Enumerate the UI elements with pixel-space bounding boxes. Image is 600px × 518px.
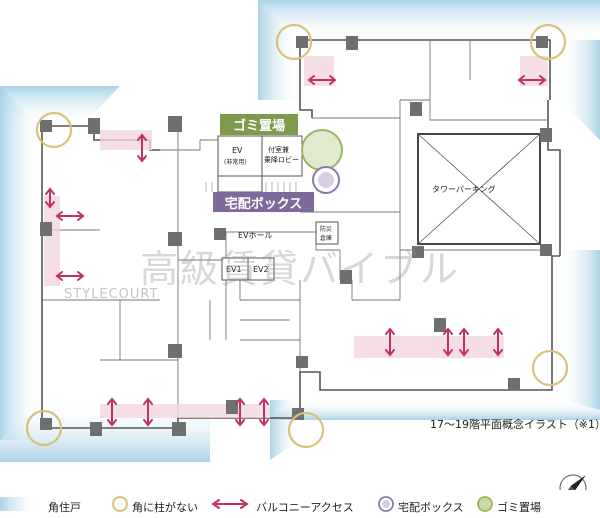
stairs [205,182,297,192]
no-column-ring [529,23,567,61]
no-column-ring [287,411,325,449]
balcony-access-arrow [107,397,117,427]
legend-garbage-label: ゴミ置場 [497,501,541,514]
ev-service-label: EV [232,146,243,155]
balcony-access-arrow [137,133,147,163]
tower-parking-cross [417,133,541,245]
no-column-ring [25,409,63,447]
garbage-marker [301,129,343,171]
balcony-access-arrow [45,187,55,209]
ev-hall-label: EVホール [238,231,273,240]
balcony-access-arrow [459,327,469,357]
no-column-ring [275,23,313,61]
tower-parking-label: タワーパーキング [432,184,496,194]
watermark-brand: STYLECOURT [64,287,159,302]
legend-garbage-icon [477,496,493,512]
balcony-access-arrow [235,397,245,427]
lobby-label-2: 乗降ロビー [264,155,299,164]
balcony-access-arrow [517,75,547,85]
room-labels: EV (非常用) 付室兼 乗降ロビー EVホール EV1 EV2 タワーパーキン… [224,145,496,274]
legend-corner-swatch [0,497,40,511]
balcony-access-arrow [443,327,453,357]
balcony-arrows [45,75,547,427]
legend-balcony-label: バルコニーアクセス [256,501,354,514]
balcony-access-arrow [55,271,85,281]
balcony-access-arrow [493,327,503,357]
garbage-room-tag: ゴミ置場 [220,114,298,135]
corner-rings [25,23,569,449]
ev2-label: EV2 [253,265,269,274]
delivery-box-tag: 宅配ボックス [213,192,314,212]
ev1-label: EV1 [226,265,242,274]
no-column-ring [531,349,569,387]
ev-service-sub-label: (非常用) [224,158,247,166]
balcony-access-arrow [385,327,395,357]
legend-delivery-icon-core [382,500,390,508]
legend-corner-label: 角住戸 [48,501,81,514]
balcony-access-arrow [55,211,85,221]
legend-no-column-label: 角に柱がない [132,501,198,514]
watermark-title: 高級賃貸バイブル [140,247,461,291]
lobby-label-1: 付室兼 [268,145,289,154]
balcony-access-arrow [259,397,269,427]
no-column-ring [35,111,73,149]
legend [0,490,600,518]
legend-ring-icon [112,496,128,512]
delivery-box-marker-core [318,172,334,188]
storage-label-1: 防災 [320,225,332,233]
balcony-access-arrow [143,397,153,427]
legend-arrow-icon [211,499,249,509]
legend-delivery-label: 宅配ボックス [398,501,464,514]
balcony-access-arrow [307,75,337,85]
columns [40,36,552,436]
plan-caption: 17〜19階平面概念イラスト（※1） [430,418,600,431]
storage-label-2: 倉庫 [320,234,332,242]
